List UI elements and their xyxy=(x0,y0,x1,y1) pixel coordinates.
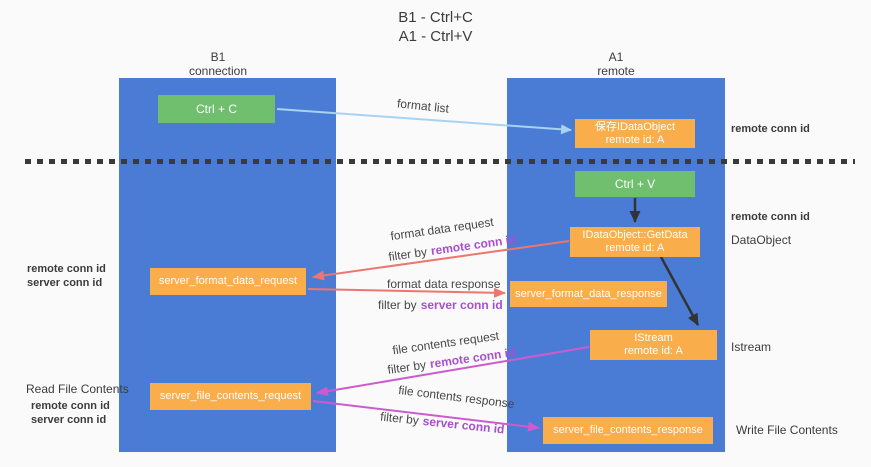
lane-header-b1: B1 connection xyxy=(158,50,278,78)
node-server-format-data-request: server_format_data_request xyxy=(150,268,306,295)
right-istream-label: Istream xyxy=(731,340,772,354)
server-file-contents-request-label: server_file_contents_request xyxy=(159,390,302,402)
right-remote-conn-id-top: remote conn id xyxy=(731,123,810,135)
getdata-line1: IDataObject::GetData xyxy=(582,229,688,241)
save-idataobject-line1: 保存IDataObject xyxy=(594,120,676,133)
right-remote-conn-id-mid: remote conn id xyxy=(731,211,810,223)
format-list-label: format list xyxy=(396,96,450,116)
filter-id-server-conn-id: server conn id xyxy=(422,413,506,437)
filter-prefix: filter by xyxy=(379,409,420,428)
server-file-contents-response-label: server_file_contents_response xyxy=(553,424,703,436)
ctrl-c-label: Ctrl + C xyxy=(195,102,237,116)
dashed-separator xyxy=(25,159,855,164)
getdata-line2: remote id: A xyxy=(605,242,665,254)
left-read-file-contents-label: Read File Contents xyxy=(26,382,129,396)
filter-prefix: filter by xyxy=(386,357,427,377)
server-format-data-response-label: server_format_data_response xyxy=(515,287,662,300)
lane-b1-name: B1 xyxy=(210,50,226,64)
title-line-2: A1 - Ctrl+V xyxy=(398,28,473,45)
node-ctrl-v: Ctrl + V xyxy=(575,171,695,197)
filter-id-remote-conn-id: remote conn id xyxy=(429,232,518,258)
node-ctrl-c: Ctrl + C xyxy=(158,95,275,123)
lane-header-a1: A1 remote xyxy=(556,50,676,78)
istream-line2: remote id: A xyxy=(624,345,683,357)
lane-a1-name: A1 xyxy=(608,50,624,64)
node-server-format-data-response: server_format_data_response xyxy=(510,281,667,307)
lane-a1-sub: remote xyxy=(597,64,635,78)
filter-id-server-conn-id: server conn id xyxy=(420,298,503,312)
right-dataobject-label: DataObject xyxy=(731,233,792,247)
istream-line1: IStream xyxy=(634,332,673,344)
left-server-conn-id-bottom: server conn id xyxy=(31,414,107,426)
filter-prefix: filter by xyxy=(378,298,417,312)
left-server-conn-id-mid: server conn id xyxy=(27,277,103,289)
server-format-data-request-label: server_format_data_request xyxy=(158,275,298,287)
diagram-title: B1 - Ctrl+C A1 - Ctrl+V xyxy=(0,8,871,46)
format-data-response-label: format data response xyxy=(387,277,501,291)
node-server-file-contents-response: server_file_contents_response xyxy=(543,417,713,444)
file-contents-response-label: file contents response xyxy=(397,382,516,412)
node-istream: IStream remote id: A xyxy=(590,330,717,360)
title-line-1: B1 - Ctrl+C xyxy=(398,9,473,26)
node-save-idataobject: 保存IDataObject remote id: A xyxy=(575,119,695,148)
left-remote-conn-id-mid: remote conn id xyxy=(27,263,106,275)
node-idataobject-getdata: IDataObject::GetData remote id: A xyxy=(570,227,700,257)
node-server-file-contents-request: server_file_contents_request xyxy=(150,383,311,410)
right-write-file-contents-label: Write File Contents xyxy=(736,423,838,437)
lane-b1-sub: connection xyxy=(188,64,248,78)
left-remote-conn-id-bottom: remote conn id xyxy=(31,400,110,412)
filter-prefix: filter by xyxy=(387,244,428,264)
save-idataobject-line2: remote id: A xyxy=(605,133,665,146)
ctrl-v-label: Ctrl + V xyxy=(614,177,656,191)
